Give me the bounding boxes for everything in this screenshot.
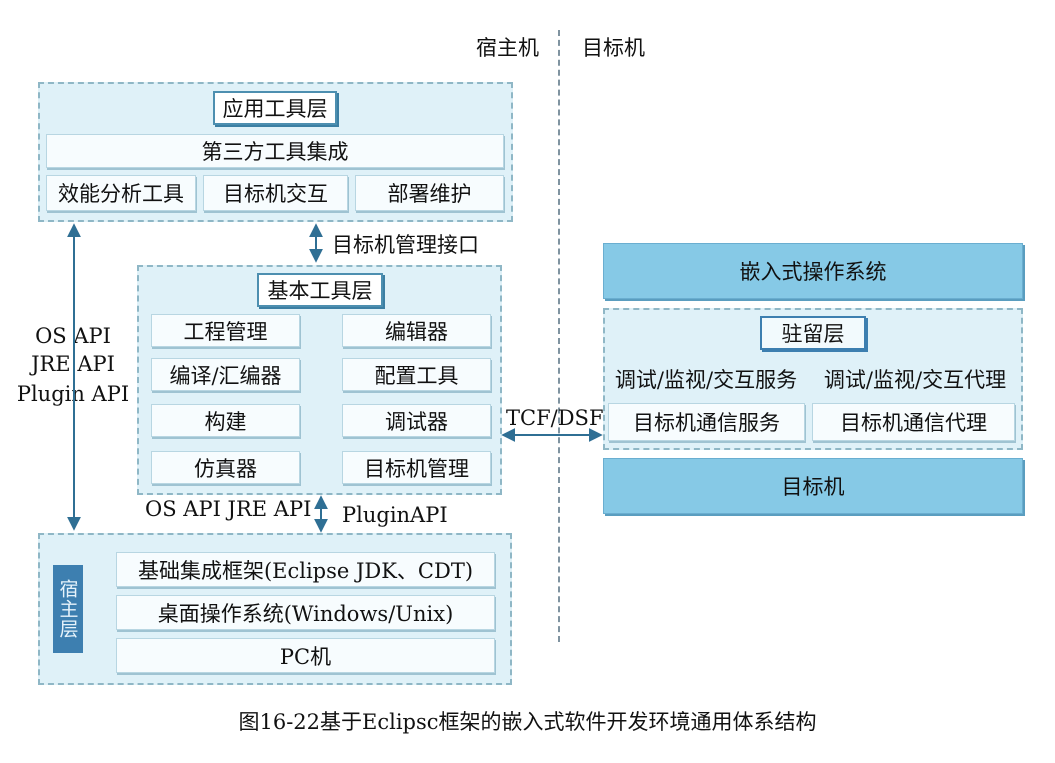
third-party-integration: 第三方工具集成 (46, 134, 504, 168)
simulator-tool: 仿真器 (151, 451, 300, 484)
config-tool: 配置工具 (342, 358, 491, 391)
base-tool-layer-title: 基本工具层 (257, 273, 383, 307)
pc-machine: PC机 (116, 638, 495, 673)
base-integration-framework: 基础集成框架(Eclipse JDK、CDT) (116, 552, 495, 587)
figure-caption: 图16-22基于Eclipsc框架的嵌入式软件开发环境通用体系结构 (238, 710, 817, 734)
target-side-label: 目标机 (582, 36, 645, 60)
target-machine: 目标机 (603, 458, 1023, 514)
bottom-api-os-jre: OS API JRE API (145, 497, 312, 521)
deploy-maintain-tool: 部署维护 (355, 175, 504, 211)
debugger-tool: 调试器 (342, 404, 491, 437)
bottom-api-plugin: PluginAPI (342, 503, 448, 527)
debug-monitor-service: 调试/监视/交互服务 (614, 368, 798, 392)
host-target-divider (558, 30, 560, 642)
target-mgmt-tool: 目标机管理 (342, 451, 491, 484)
host-side-label: 宿主机 (476, 36, 539, 60)
tcf-dsf-link-label: TCF/DSF (506, 406, 604, 430)
perf-analysis-tool: 效能分析工具 (46, 175, 196, 211)
host-layer-title: 宿主层 (53, 565, 83, 653)
app-tool-layer-title: 应用工具层 (213, 91, 337, 125)
resident-layer-title: 驻留层 (760, 316, 866, 350)
project-mgmt-tool: 工程管理 (151, 314, 300, 347)
target-interaction-tool: 目标机交互 (203, 175, 348, 211)
target-comm-agent: 目标机通信代理 (812, 403, 1015, 441)
editor-tool: 编辑器 (342, 314, 491, 347)
target-comm-service: 目标机通信服务 (608, 403, 805, 441)
compiler-assembler-tool: 编译/汇编器 (151, 358, 300, 391)
desktop-os: 桌面操作系统(Windows/Unix) (116, 595, 495, 630)
debug-monitor-agent: 调试/监视/交互代理 (823, 368, 1007, 392)
target-mgmt-interface-label: 目标机管理接口 (332, 233, 479, 257)
embedded-os: 嵌入式操作系统 (603, 243, 1023, 299)
build-tool: 构建 (151, 404, 300, 437)
